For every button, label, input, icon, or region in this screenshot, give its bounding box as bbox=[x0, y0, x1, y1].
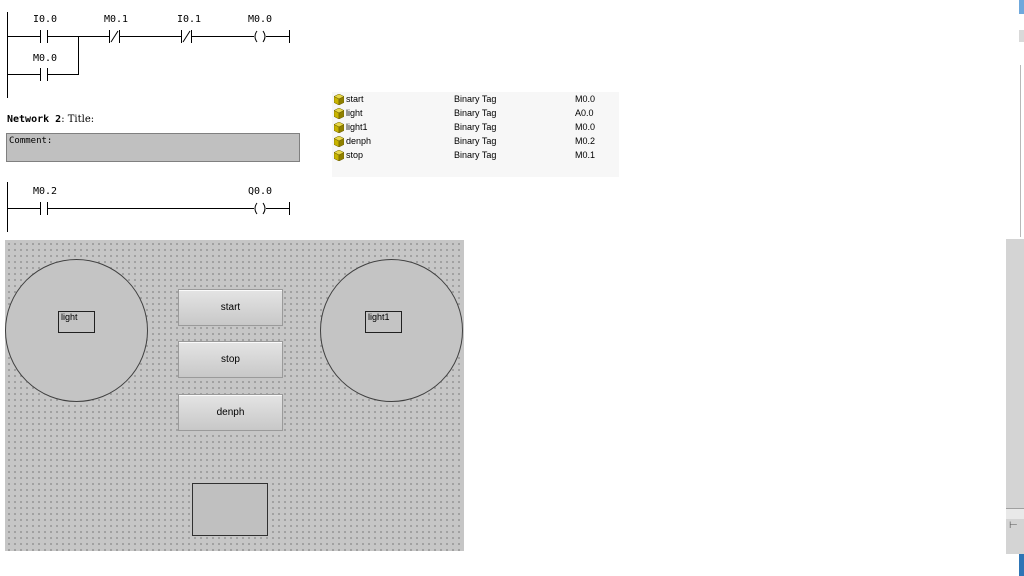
tag-row[interactable]: start Binary Tag M0.0 bbox=[332, 93, 619, 107]
contact-label-m0-1: M0.1 bbox=[104, 14, 129, 25]
contact-m0-0-branch[interactable] bbox=[40, 68, 48, 81]
start-button[interactable]: start bbox=[178, 289, 283, 326]
tag-address: A0.0 bbox=[575, 108, 594, 118]
tag-name: stop bbox=[346, 150, 364, 160]
taskbar-edge bbox=[1019, 554, 1024, 576]
tag-type: Binary Tag bbox=[454, 108, 497, 118]
splitter-icon[interactable]: ⊢ bbox=[1009, 520, 1018, 531]
lamp-light1-label[interactable]: light1 bbox=[365, 311, 402, 333]
tag-type: Binary Tag bbox=[454, 136, 497, 146]
denph-button[interactable]: denph bbox=[178, 394, 283, 431]
lamp-light-label[interactable]: light bbox=[58, 311, 95, 333]
tag-row[interactable]: light Binary Tag A0.0 bbox=[332, 107, 619, 121]
network-comment-field[interactable]: Comment: bbox=[6, 133, 300, 162]
tag-address: M0.2 bbox=[575, 136, 596, 146]
tag-row[interactable]: stop Binary Tag M0.1 bbox=[332, 149, 619, 163]
coil-label-m0-0: M0.0 bbox=[248, 14, 273, 25]
tag-type: Binary Tag bbox=[454, 94, 497, 104]
hmi-screen-canvas[interactable]: light light1 start stop denph bbox=[5, 240, 464, 551]
tag-row[interactable]: light1 Binary Tag M0.0 bbox=[332, 121, 619, 135]
io-field[interactable] bbox=[192, 483, 268, 536]
tag-address: M0.0 bbox=[575, 122, 596, 132]
stop-button[interactable]: stop bbox=[178, 341, 283, 378]
contact-label-i0-0: I0.0 bbox=[33, 14, 58, 25]
yellow-cube-icon bbox=[334, 122, 344, 133]
lamp-light1[interactable] bbox=[320, 259, 463, 402]
network-title: : Title: bbox=[61, 114, 95, 125]
lamp-light[interactable] bbox=[5, 259, 148, 402]
comment-label: Comment: bbox=[9, 136, 53, 146]
tag-row[interactable]: denph Binary Tag M0.2 bbox=[332, 135, 619, 149]
network-2-header[interactable]: Network 2: Title: bbox=[7, 114, 94, 125]
contact-label-i0-1: I0.1 bbox=[177, 14, 202, 25]
coil-label-q0-0: Q0.0 bbox=[248, 186, 273, 197]
coil-q0-0[interactable] bbox=[254, 202, 266, 215]
tag-address: M0.1 bbox=[575, 150, 596, 160]
tag-list-panel: start Binary Tag M0.0 light Binary Tag A… bbox=[332, 92, 619, 177]
contact-label-m0-2: M0.2 bbox=[33, 186, 58, 197]
ladder-diagram bbox=[7, 12, 290, 232]
tag-address: M0.0 bbox=[575, 94, 596, 104]
branch-contact-label: M0.0 bbox=[33, 53, 58, 64]
tag-name: light1 bbox=[346, 122, 368, 132]
window-edge-highlight bbox=[1019, 0, 1024, 14]
network-number: Network 2 bbox=[7, 114, 62, 125]
tag-type: Binary Tag bbox=[454, 122, 497, 132]
side-toolbar-edge bbox=[1006, 508, 1024, 519]
yellow-cube-icon bbox=[334, 94, 344, 105]
yellow-cube-icon bbox=[334, 108, 344, 119]
side-panel-edge bbox=[1020, 65, 1024, 237]
coil-m0-0[interactable] bbox=[254, 30, 266, 43]
yellow-cube-icon bbox=[334, 136, 344, 147]
tag-name: start bbox=[346, 94, 364, 104]
side-panel-edge-gray bbox=[1006, 239, 1024, 554]
contact-m0-2[interactable] bbox=[40, 202, 48, 215]
contact-i0-1-nc[interactable] bbox=[181, 30, 192, 43]
contact-i0-0[interactable] bbox=[40, 30, 48, 43]
contact-m0-1-nc[interactable] bbox=[109, 30, 120, 43]
tag-name: denph bbox=[346, 136, 372, 146]
window-edge-strip bbox=[1019, 30, 1024, 42]
tag-name: light bbox=[346, 108, 363, 118]
tag-type: Binary Tag bbox=[454, 150, 497, 160]
yellow-cube-icon bbox=[334, 150, 344, 161]
